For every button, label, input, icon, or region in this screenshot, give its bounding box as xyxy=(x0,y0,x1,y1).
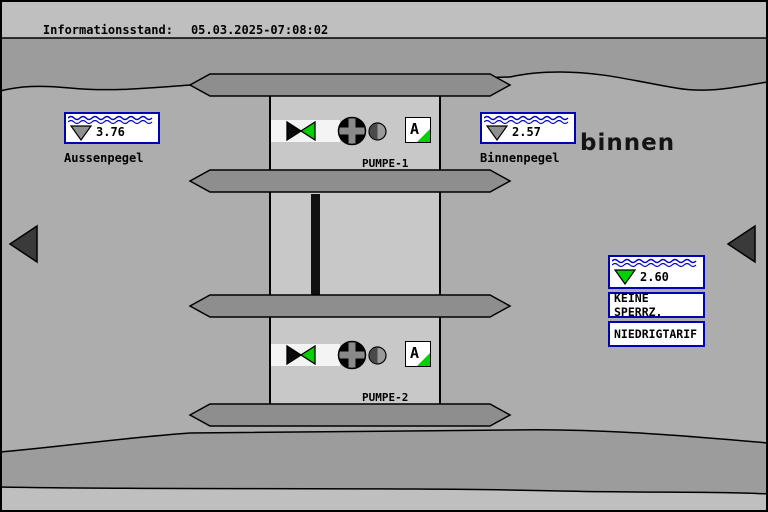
aussenpegel-gauge: 3.76 xyxy=(64,112,160,144)
binnen-logo: binnen xyxy=(580,130,676,156)
left-arrow-icon xyxy=(8,224,38,264)
tarif-text: NIEDRIGTARIF xyxy=(614,327,698,341)
nav-arrow-left[interactable] xyxy=(8,224,40,264)
lock-gate-4 xyxy=(188,403,512,427)
auto-indicator-triangle xyxy=(417,353,430,366)
bottom-strip-edge xyxy=(0,486,768,495)
pump1-auto-mode-box[interactable]: A xyxy=(405,117,431,143)
binnen-wasserstand-value: 2.60 xyxy=(640,270,669,284)
binnenpegel-label: Binnenpegel xyxy=(480,151,560,165)
top-bank-edge xyxy=(0,71,768,92)
top-bank xyxy=(0,38,768,91)
auto-indicator-triangle xyxy=(417,129,430,142)
pump2-pump-icon[interactable] xyxy=(337,340,367,370)
lock-gate-3 xyxy=(188,294,512,318)
pump1-motor-indicator-icon[interactable] xyxy=(368,122,387,141)
info-timestamp: Informationsstand: 05.03.2025-07:08:02 xyxy=(14,9,328,51)
lock-gate-2 xyxy=(188,169,512,193)
water-wave-icon xyxy=(484,115,569,125)
nav-arrow-right[interactable] xyxy=(726,224,758,264)
sperrzeit-status-box: KEINE SPERRZ. xyxy=(608,291,705,319)
header-bar xyxy=(0,0,768,38)
binnenpegel-value: 2.57 xyxy=(512,125,541,139)
pump2-valve-icon[interactable] xyxy=(286,344,316,366)
binnen-wasserstand-gauge: 2.60 xyxy=(608,255,705,289)
info-label: Informationsstand: xyxy=(42,23,173,37)
pump1-mode-letter: A xyxy=(410,120,420,138)
pump2-auto-mode-box[interactable]: A xyxy=(405,341,431,367)
pump2-mode-letter: A xyxy=(410,344,420,362)
bottom-bank-edge xyxy=(0,428,768,453)
chamber-divider-wall xyxy=(311,194,320,298)
bottom-strip xyxy=(0,487,768,512)
aussenpegel-value: 3.76 xyxy=(96,125,125,139)
pump2-label: PUMPE-2 xyxy=(362,391,409,404)
water-wave-icon xyxy=(68,115,153,125)
binnenpegel-gauge: 2.57 xyxy=(480,112,576,144)
info-value: 05.03.2025-07:08:02 xyxy=(190,23,329,37)
level-pointer-green-icon xyxy=(614,269,636,285)
tarif-status-box: NIEDRIGTARIF xyxy=(608,321,705,347)
lock-gate-1 xyxy=(188,73,512,97)
pump1-pump-icon[interactable] xyxy=(337,116,367,146)
right-arrow-icon xyxy=(726,224,756,264)
pump1-valve-icon[interactable] xyxy=(286,120,316,142)
aussenpegel-label: Aussenpegel xyxy=(64,151,144,165)
sperrzeit-text: KEINE SPERRZ. xyxy=(614,291,663,319)
level-pointer-icon xyxy=(486,125,508,141)
pump1-label: PUMPE-1 xyxy=(362,157,409,170)
level-pointer-icon xyxy=(70,125,92,141)
water-wave-icon xyxy=(612,258,697,268)
pump2-motor-indicator-icon[interactable] xyxy=(368,346,387,365)
